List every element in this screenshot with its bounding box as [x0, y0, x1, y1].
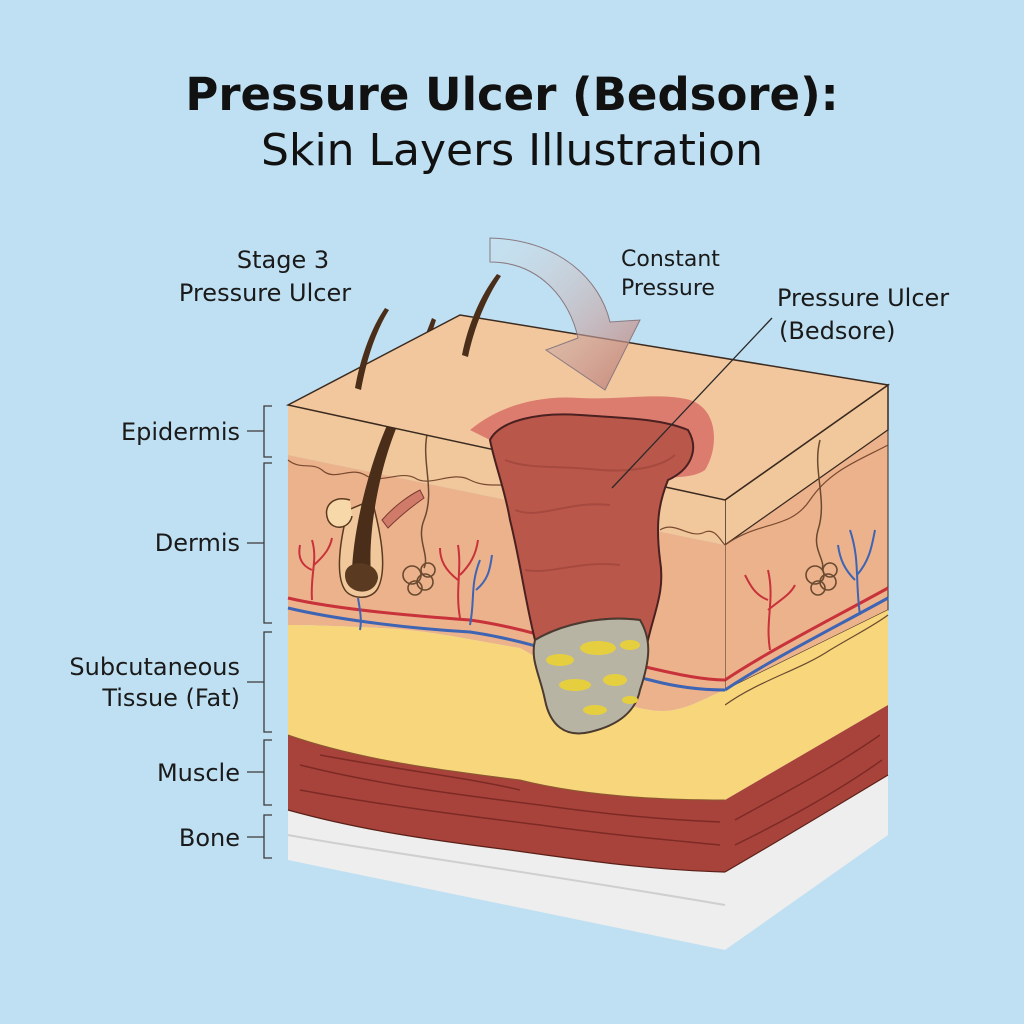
- hair-bulb: [345, 563, 378, 592]
- pressure-arrow-icon: [489, 237, 641, 391]
- sweat-gland: [402, 562, 436, 596]
- subcutaneous-label-line-1: Subcutaneous: [69, 653, 240, 681]
- dermis-bracket: [247, 462, 272, 624]
- epidermis-bracket: [247, 405, 272, 458]
- right-fat-face: [725, 610, 888, 800]
- front-bone-face: [288, 810, 725, 950]
- stage-label-line-1: Stage 3: [237, 246, 329, 274]
- bone-label: Bone: [179, 824, 240, 852]
- ulcer-label-line-2: (Bedsore): [779, 317, 895, 345]
- right-blood-vessel-blue: [837, 529, 876, 616]
- bone-bracket: [247, 814, 272, 859]
- ulcer-inner-shading: [504, 454, 676, 572]
- sebaceous-gland: [325, 498, 353, 528]
- ulcer-leader-line: [611, 317, 773, 489]
- surface-hairs: [355, 274, 501, 390]
- pressure-label-line-2: Pressure: [621, 276, 715, 301]
- front-fat-muscle-edge: [287, 734, 726, 801]
- block-right-face: [724, 383, 889, 950]
- ulcer-wall: [488, 413, 695, 644]
- right-wavy-dermis-line: [724, 444, 889, 546]
- front-muscle-face: [288, 735, 725, 872]
- slough-yellow-patches: [546, 640, 640, 715]
- front-muscle-bone-edge: [287, 809, 726, 873]
- capillary-blue-center: [469, 554, 493, 626]
- hair-2: [462, 274, 501, 357]
- right-fat-top-line: [724, 614, 889, 706]
- dermis-label: Dermis: [155, 529, 240, 557]
- ulcer-slough-base: [532, 617, 650, 735]
- right-blood-vessel-red: [744, 569, 796, 651]
- follicle-nerve: [357, 597, 362, 631]
- pressure-ulcer-crater: [488, 413, 695, 735]
- right-bone-face: [725, 775, 888, 950]
- layer-brackets: [247, 405, 272, 859]
- arrector-pili-muscle: [381, 489, 425, 529]
- right-sweat-gland: [805, 562, 838, 596]
- right-muscle-bone-edge: [724, 774, 889, 873]
- stage-label-line-2: Pressure Ulcer: [179, 279, 351, 307]
- front-bone-shadow: [287, 834, 726, 906]
- hair-shaft: [351, 318, 436, 585]
- subcutaneous-bracket: [247, 631, 272, 733]
- epidermis-label: Epidermis: [121, 418, 240, 446]
- right-artery: [724, 586, 889, 682]
- right-muscle-fibers: [734, 734, 883, 846]
- hair-1: [355, 308, 389, 390]
- sweat-duct: [420, 429, 430, 569]
- front-dermal-papillae: [287, 459, 521, 491]
- front-muscle-fibers: [299, 754, 721, 846]
- hair-follicle: [325, 318, 436, 631]
- diagram-title: Pressure Ulcer (Bedsore):: [185, 68, 839, 121]
- muscle-label: Muscle: [157, 759, 240, 787]
- pressure-label-line-1: Constant: [621, 247, 720, 272]
- capillary-red-left: [298, 537, 333, 601]
- muscle-bracket: [247, 739, 272, 806]
- diagram-subtitle: Skin Layers Illustration: [261, 125, 763, 176]
- front-fat-face: [288, 625, 725, 800]
- ulcer-label-line-1: Pressure Ulcer: [777, 284, 949, 312]
- right-sweat-duct: [815, 439, 824, 571]
- right-vein: [724, 596, 889, 692]
- capillary-red-center: [439, 539, 479, 619]
- subcutaneous-label-line-2: Tissue (Fat): [101, 684, 240, 712]
- front-dermis-right-papillae: [659, 526, 726, 546]
